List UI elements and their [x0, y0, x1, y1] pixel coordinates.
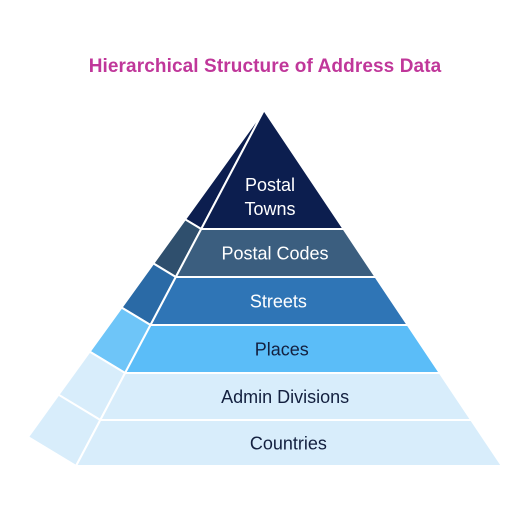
- tier-admin-divisions-label-line: Admin Divisions: [221, 387, 349, 407]
- tier-postal-codes-label-line: Postal Codes: [221, 244, 328, 264]
- tier-streets-label: Streets: [250, 292, 307, 312]
- tier-countries-label-line: Countries: [250, 434, 327, 454]
- tier-postal-codes-label: Postal Codes: [221, 244, 328, 264]
- page-title: Hierarchical Structure of Address Data: [88, 56, 442, 77]
- tier-countries-front-face: [75, 419, 503, 467]
- tier-places-label: Places: [255, 340, 309, 360]
- tier-countries: Countries: [27, 393, 503, 467]
- tier-streets-label-line: Streets: [250, 292, 307, 312]
- tier-postal-codes: Postal Codes: [152, 218, 377, 278]
- tier-admin-divisions: Admin Divisions: [57, 350, 473, 421]
- tier-postal-towns-label-line: Towns: [244, 199, 295, 219]
- tier-places-label-line: Places: [255, 340, 309, 360]
- tier-places: Places: [88, 306, 441, 374]
- tier-postal-towns-label-line: Postal: [245, 175, 295, 195]
- tier-streets: Streets: [120, 262, 409, 326]
- tier-admin-divisions-label: Admin Divisions: [221, 387, 349, 407]
- tier-countries-label: Countries: [250, 434, 327, 454]
